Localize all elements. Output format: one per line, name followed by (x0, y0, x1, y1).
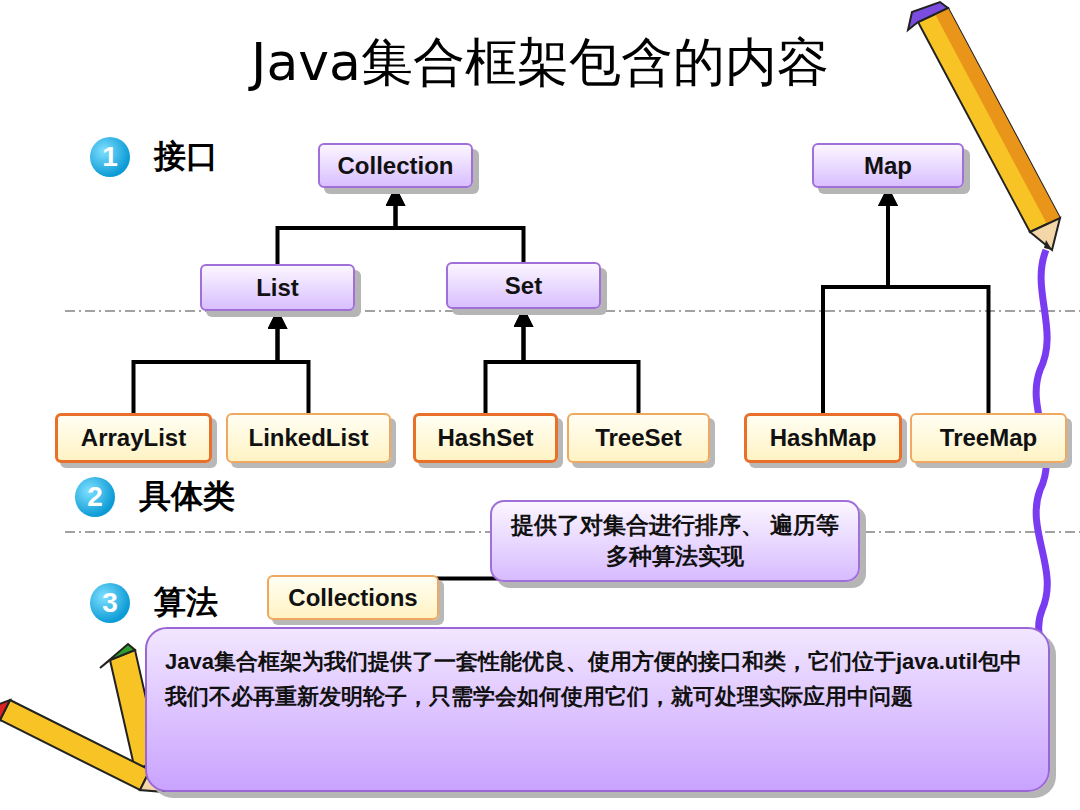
class-box: ArrayList (55, 413, 212, 463)
class-box: HashMap (744, 413, 902, 463)
number-text: 2 (87, 481, 103, 513)
connector (278, 311, 309, 413)
node-text: HashMap (770, 424, 877, 452)
number-text: 3 (102, 587, 118, 619)
node-text: TreeSet (595, 424, 682, 452)
section-heading: 具体类 (139, 475, 235, 519)
wavy-line (1036, 250, 1047, 690)
connector (396, 188, 524, 262)
node-text: Collections (288, 584, 417, 612)
interface-box: Collection (318, 143, 473, 188)
pencil-illustration (908, 2, 1060, 250)
callout-number: 3算法 (90, 583, 130, 623)
connector (823, 188, 888, 413)
class-box: HashSet (413, 413, 558, 463)
connector (888, 188, 989, 413)
node-text: ArrayList (81, 424, 186, 452)
node-text: LinkedList (248, 424, 368, 452)
connector (524, 309, 639, 413)
node-text: Map (864, 152, 912, 180)
node-text: 提供了对集合进行排序、 遍历等多种算法实现 (506, 510, 844, 572)
node-text: HashSet (437, 424, 533, 452)
interface-box: Map (812, 143, 964, 188)
node-text: 我们不必再重新发明轮子，只需学会如何使用它们，就可处理实际应用中问题 (165, 682, 913, 713)
node-text: Set (505, 272, 542, 300)
pencils-illustration (0, 644, 165, 792)
interface-box: List (200, 264, 355, 311)
connector (134, 311, 278, 413)
callout-number: 1接口 (90, 137, 130, 177)
class-box: TreeSet (567, 413, 710, 463)
connector (486, 309, 524, 413)
connector (278, 188, 396, 264)
number-text: 1 (102, 141, 118, 173)
class-box: TreeMap (910, 413, 1067, 463)
callout-number: 2具体类 (75, 477, 115, 517)
callout-bubble: 提供了对集合进行排序、 遍历等多种算法实现 (490, 500, 860, 582)
node-text: Collection (337, 152, 453, 180)
section-heading: 算法 (154, 581, 218, 625)
section-heading: 接口 (154, 135, 218, 179)
node-text: List (256, 274, 299, 302)
note-box: Java集合框架为我们提供了一套性能优良、使用方便的接口和类，它们位于java.… (145, 627, 1050, 792)
node-text: TreeMap (940, 424, 1037, 452)
interface-box: Set (446, 262, 601, 309)
class-box: Collections (267, 575, 439, 620)
title: Java集合框架包含的内容 (0, 28, 1080, 98)
node-text: Java集合框架为我们提供了一套性能优良、使用方便的接口和类，它们位于java.… (165, 647, 1022, 678)
class-box: LinkedList (226, 413, 391, 463)
